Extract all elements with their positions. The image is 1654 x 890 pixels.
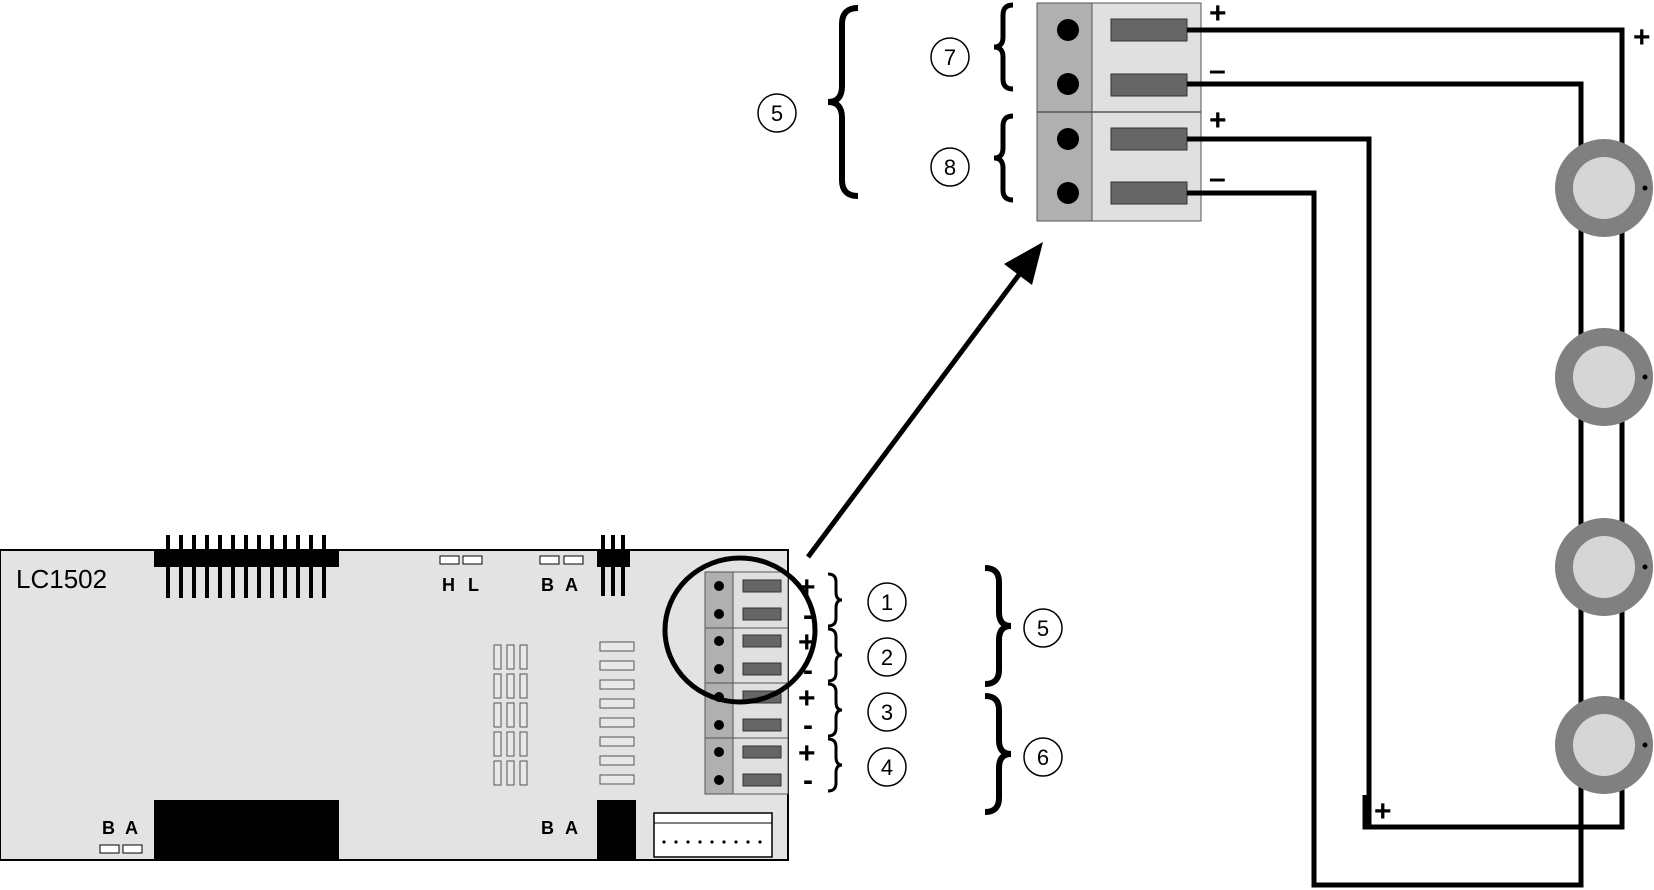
svg-text:5: 5: [771, 101, 783, 126]
brace-group-6: [984, 693, 1012, 815]
sounder-icon: [1555, 696, 1653, 794]
sounder-icon: [1555, 518, 1653, 616]
board-terminal-block: [704, 571, 789, 795]
jumper-l-label: L: [468, 575, 479, 595]
jumper-h-label: H: [442, 575, 455, 595]
svg-text:2: 2: [881, 645, 893, 670]
wire-plus-out: [1187, 27, 1625, 830]
zoomed-callouts: 5 7 8: [757, 2, 1014, 203]
jumper-ba-top-b-label: B: [541, 575, 554, 595]
board-sign-minus-1: -: [803, 599, 813, 632]
svg-text:6: 6: [1037, 745, 1049, 770]
board-terminal-braces: [827, 572, 843, 793]
pin-header-left: [154, 535, 339, 598]
zoom-arrow: [805, 242, 1043, 559]
svg-text:7: 7: [944, 45, 956, 70]
zoom-sign-minus-1: –: [1209, 54, 1226, 87]
wire-minus-out: [1187, 81, 1584, 888]
callout-2: 2: [867, 637, 907, 677]
board-callouts: 1 2 3 4 5 6: [867, 565, 1063, 815]
svg-text:5: 5: [1037, 616, 1049, 641]
svg-text:1: 1: [881, 590, 893, 615]
callout-zoom-group-5: 5: [757, 93, 797, 133]
zoomed-terminal-signs: + – + –: [1209, 0, 1227, 195]
control-panel-board: LC1502 H: [0, 535, 843, 861]
bottom-right-connector: [653, 812, 773, 858]
jumper-ba-bottom-left-a-label: A: [125, 818, 138, 838]
jumper-ba-bottom-right-b-label: B: [541, 818, 554, 838]
board-sign-minus-3: -: [803, 709, 813, 742]
svg-text:3: 3: [881, 700, 893, 725]
board-sign-plus-4: +: [798, 737, 816, 770]
board-outline: [0, 549, 789, 861]
jumper-hl: H L: [439, 555, 483, 595]
board-terminal-signs: + - + - + - + -: [798, 571, 816, 797]
jumper-ba-bottom-left: B A: [99, 818, 143, 854]
pin-header-right: [597, 535, 630, 596]
zoom-magnifier-circle: [662, 555, 818, 705]
wire-plus-return: [1187, 136, 1372, 827]
jumper-ba-bottom-left-b-label: B: [102, 818, 115, 838]
svg-text:4: 4: [881, 755, 893, 780]
jumper-ba-bottom-right: B A: [541, 818, 578, 838]
callout-group-6: 6: [1023, 737, 1063, 777]
jumper-ba-top: B A: [539, 555, 584, 595]
component-array-horizontal: [599, 641, 635, 785]
brace-zoom-group-5: [827, 5, 859, 199]
board-sign-plus-1: +: [798, 571, 816, 604]
board-model-label: LC1502: [16, 564, 107, 594]
component-array-vertical: [493, 644, 528, 786]
callout-8: 8: [930, 147, 970, 187]
bottom-connector-block-small: [597, 800, 636, 860]
sounders: [1555, 139, 1653, 794]
callout-1: 1: [867, 582, 907, 622]
jumper-ba-bottom-right-a-label: A: [565, 818, 578, 838]
brace-zoom-7: [993, 2, 1014, 92]
zoom-sign-plus-2: +: [1209, 104, 1227, 137]
brace-zoom-8: [993, 113, 1014, 203]
board-sign-minus-4: -: [803, 764, 813, 797]
bottom-connector-block-large: [154, 800, 339, 860]
callout-4: 4: [867, 747, 907, 787]
callout-3: 3: [867, 692, 907, 732]
zoom-sign-minus-2: –: [1209, 162, 1226, 195]
wire-sign-plus-bottom: +: [1374, 795, 1392, 828]
zoomed-terminal-block: [1036, 2, 1202, 222]
callout-group-5: 5: [1023, 608, 1063, 648]
svg-text:8: 8: [944, 155, 956, 180]
sounder-icon: [1555, 139, 1653, 237]
brace-group-5: [984, 565, 1012, 687]
board-sign-plus-3: +: [798, 682, 816, 715]
callout-7: 7: [930, 37, 970, 77]
wiring: [1187, 27, 1625, 888]
wire-sign-plus-right: +: [1633, 21, 1651, 54]
zoom-sign-plus-1: +: [1209, 0, 1227, 30]
board-sign-minus-2: -: [803, 654, 813, 687]
sounder-icon: [1555, 328, 1653, 426]
jumper-ba-top-a-label: A: [565, 575, 578, 595]
